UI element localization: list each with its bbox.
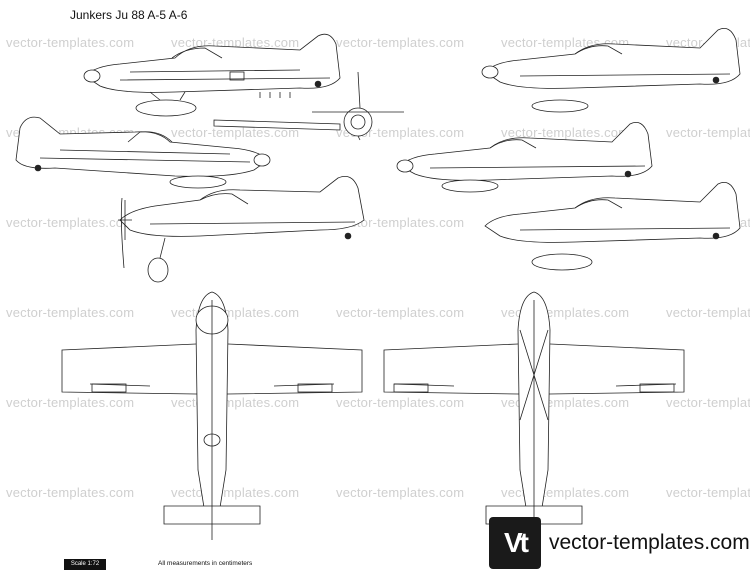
- watermark-text: vector-templates.com: [171, 305, 299, 320]
- brand-text: vector-templates.com: [549, 531, 750, 554]
- measurements-note: All measurements in centimeters: [158, 560, 253, 567]
- drawing-title: Junkers Ju 88 A-5 A-6: [70, 8, 188, 22]
- front-view: [213, 71, 404, 141]
- watermark-text: vector-templates.com: [336, 305, 464, 320]
- side-view-1: [83, 33, 341, 117]
- side-view-2: [15, 116, 271, 189]
- watermark-text: vector-templates.com: [6, 305, 134, 320]
- logo-mark: Vt: [504, 527, 529, 558]
- watermark-text: vector-templates.com: [6, 35, 134, 50]
- watermark-text: vector-templates.com: [336, 35, 464, 50]
- watermark-text: vector-templates.com: [6, 485, 134, 500]
- watermark-text: vector-templates.com: [171, 485, 299, 500]
- top-view: [61, 291, 363, 540]
- watermark-text: vector-templates.com: [666, 305, 750, 320]
- watermark-text: vector-templates.com: [336, 485, 464, 500]
- watermark-text: vector-templates.com: [171, 395, 299, 410]
- brand-logo: Vt: [489, 517, 541, 569]
- watermark-text: vector-templates.com: [666, 395, 750, 410]
- watermark-text: vector-templates.com: [501, 125, 629, 140]
- side-view-4: [481, 27, 741, 113]
- watermark-text: vector-templates.com: [666, 125, 750, 140]
- watermark-text: vector-templates.com: [336, 395, 464, 410]
- watermark-text: vector-templates.com: [336, 215, 464, 230]
- watermark-layer: vector-templates.com vector-templates.com…: [6, 35, 750, 500]
- watermark-text: vector-templates.com: [6, 215, 134, 230]
- watermark-text: vector-templates.com: [501, 485, 629, 500]
- watermark-text: vector-templates.com: [171, 125, 299, 140]
- watermark-text: vector-templates.com: [6, 395, 134, 410]
- side-view-3: [118, 175, 365, 283]
- watermark-text: vector-templates.com: [666, 485, 750, 500]
- side-view-6: [484, 181, 741, 271]
- side-view-5: [396, 121, 653, 193]
- scale-label: Scale 1:72: [64, 559, 106, 570]
- bottom-view: [383, 291, 685, 540]
